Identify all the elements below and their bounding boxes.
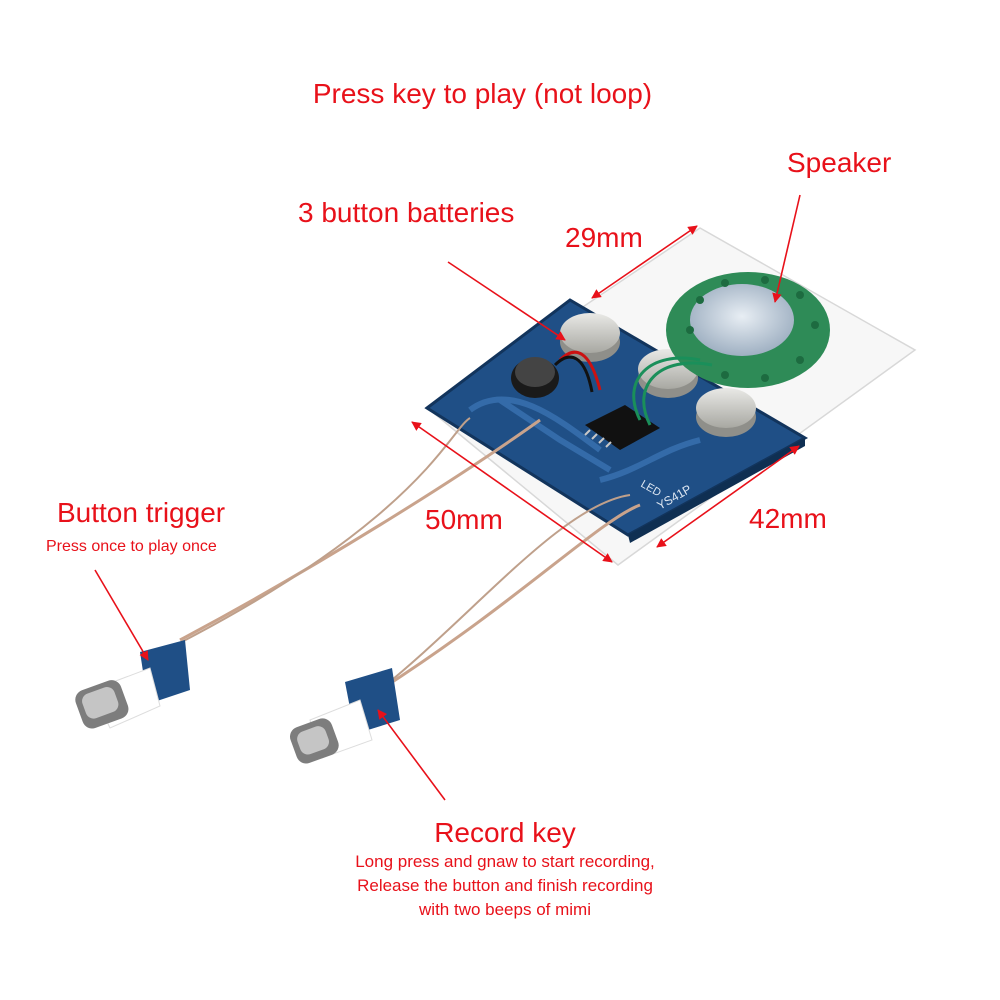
arrow-50mm	[411, 421, 613, 563]
button-trigger-module	[75, 640, 190, 729]
page-title: Press key to play (not loop)	[312, 78, 653, 109]
record-key-description-line-3: with two beeps of mimi	[419, 900, 591, 919]
record-key-label: Record key	[434, 817, 576, 848]
dimension-42mm: 42mm	[749, 503, 827, 534]
dimension-50mm: 50mm	[425, 504, 503, 535]
speaker	[666, 272, 830, 388]
arrow-42mm	[656, 445, 800, 548]
ic-chip	[585, 405, 660, 450]
speaker-label: Speaker	[787, 147, 892, 178]
cable-right	[379, 503, 641, 692]
record-key-description-line-1: Long press and gnaw to start recording,	[355, 852, 655, 871]
record-key-description: Long press and gnaw to start recording, …	[0, 850, 1000, 922]
pointer-record-key	[377, 709, 446, 801]
button-trigger-label: Button trigger	[57, 497, 226, 528]
button-trigger-description: Press once to play once	[46, 538, 217, 555]
pointer-button-trigger	[94, 569, 149, 661]
record-key-description-line-2: Release the button and finish recording	[357, 876, 653, 895]
dimension-29mm: 29mm	[565, 222, 643, 253]
pointer-batteries	[447, 261, 566, 341]
arrow-29mm	[591, 225, 698, 299]
batteries-label: 3 button batteries	[298, 197, 515, 228]
battery-right	[696, 388, 756, 437]
pointer-speaker	[772, 194, 801, 303]
